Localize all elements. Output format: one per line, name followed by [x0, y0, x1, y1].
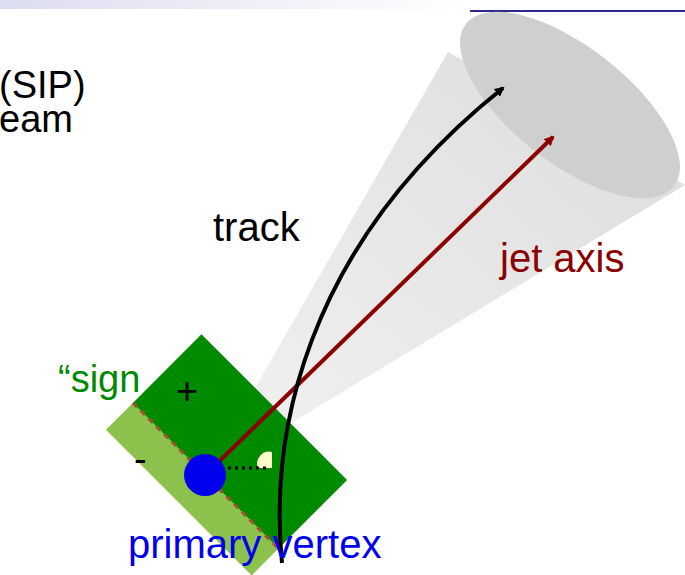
header-rule	[470, 10, 685, 12]
cut-heading: (SIP)	[0, 66, 86, 104]
header-gap	[470, 0, 685, 12]
cut-heading: eam	[0, 100, 73, 138]
vertex-dot	[184, 454, 226, 496]
header-band	[0, 0, 470, 9]
sign-label: “sign	[58, 360, 140, 398]
right-angle-mark	[257, 452, 272, 468]
sign-symbol: -	[134, 440, 147, 478]
impact-parameter	[228, 467, 270, 470]
axis-label: jet axis	[500, 238, 625, 278]
track-label: track	[213, 207, 300, 247]
track-curve	[280, 88, 503, 563]
vertex-label: primary vertex	[128, 524, 381, 564]
jet-axis-arrow	[205, 137, 553, 475]
sign-symbol: +	[176, 372, 198, 410]
